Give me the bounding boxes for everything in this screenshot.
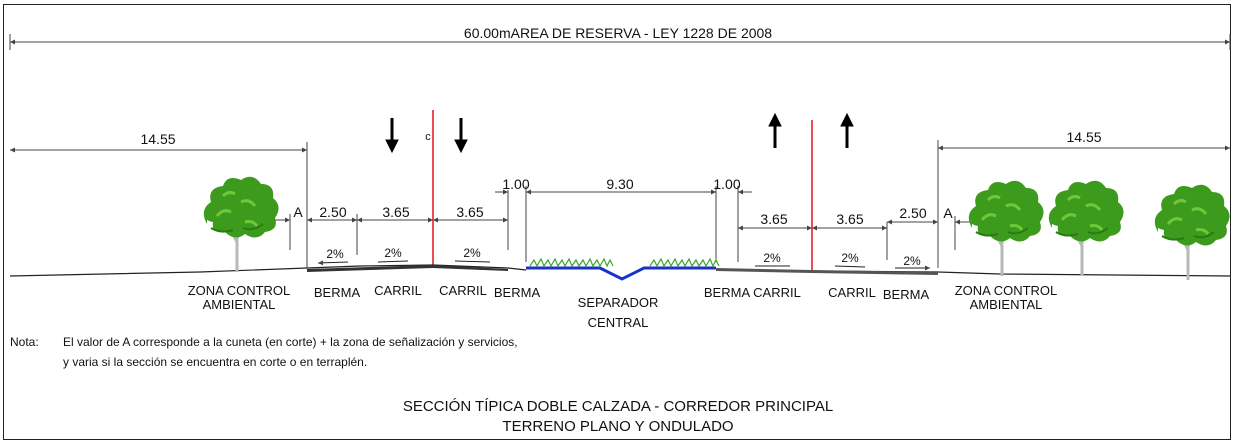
slope-carril-right-1: 2% xyxy=(763,251,781,265)
offset-right-width: 1.00 xyxy=(713,176,741,192)
zona-right-line2: AMBIENTAL xyxy=(969,297,1043,312)
left-zone-width: 14.55 xyxy=(140,131,176,147)
separador-line1: SEPARADOR xyxy=(577,295,659,310)
note-line-2: y varia si la sección se encuentra en co… xyxy=(63,355,368,369)
reserve-area-label: AREA DE RESERVA - LEY 1228 DE 2008 xyxy=(510,25,773,41)
separador-line2: CENTRAL xyxy=(587,315,649,330)
note-line-1: El valor de A corresponde a la cuneta (e… xyxy=(63,335,518,349)
carril-right-1-width: 3.65 xyxy=(760,211,788,227)
slope-berma-right: 2% xyxy=(903,254,921,268)
tree-right-1 xyxy=(967,179,1046,278)
slope-berma-left: 2% xyxy=(326,247,344,261)
carril-right-2-label: CARRIL xyxy=(828,285,876,300)
carril-left-1-width: 3.65 xyxy=(382,204,410,220)
a-right-label: A xyxy=(943,205,953,221)
berma-right-2-label: BERMA xyxy=(882,287,930,302)
carril-right-1-label: CARRIL xyxy=(753,285,801,300)
tree-right-3 xyxy=(1153,183,1232,282)
total-width-value: 60.00m xyxy=(463,25,511,41)
carril-left-2-label: CARRIL xyxy=(439,283,487,298)
slope-carril-left-1: 2% xyxy=(384,246,402,260)
zona-control-left-label: ZONA CONTROL AMBIENTAL xyxy=(188,284,291,312)
berma-right-width: 2.50 xyxy=(899,205,927,221)
slope-carril-right-2: 2% xyxy=(841,251,859,265)
centerline-symbol: c xyxy=(425,131,431,143)
ground-profile xyxy=(9,257,1231,281)
total-width-label: 60.00mAREA DE RESERVA - LEY 1228 DE 2008 xyxy=(464,26,772,40)
berma-left-width: 2.50 xyxy=(319,204,347,220)
carril-right-2-width: 3.65 xyxy=(836,211,864,227)
carril-left-2-width: 3.65 xyxy=(456,204,484,220)
zona-left-line1: ZONA CONTROL xyxy=(187,283,291,298)
a-left-label: A xyxy=(293,204,303,220)
tree-right-2 xyxy=(1047,179,1126,278)
drawing-frame xyxy=(3,4,1231,440)
zona-left-line2: AMBIENTAL xyxy=(202,297,276,312)
carril-left-1-label: CARRIL xyxy=(374,283,422,298)
drawing-subtitle: TERRENO PLANO Y ONDULADO xyxy=(502,418,734,435)
drawing-title: SECCIÓN TÍPICA DOBLE CALZADA - CORREDOR … xyxy=(402,398,834,415)
berma-left-label: BERMA xyxy=(313,285,361,300)
note-prefix: Nota: xyxy=(10,335,39,349)
lane-dimension-chain xyxy=(270,186,970,262)
offset-left-width: 1.00 xyxy=(502,176,530,192)
traffic-direction-arrows xyxy=(385,112,854,154)
separador-central-label: SEPARADOR CENTRAL xyxy=(578,296,659,330)
slope-carril-left-2: 2% xyxy=(463,246,481,260)
right-zone-width: 14.55 xyxy=(1066,129,1102,145)
berma-left-2-label: BERMA xyxy=(493,285,541,300)
total-width-dimension xyxy=(9,34,1231,50)
zone-dimensions xyxy=(10,140,1230,268)
separador-width: 9.30 xyxy=(606,176,634,192)
slope-arrows xyxy=(317,260,930,271)
zona-right-line1: ZONA CONTROL xyxy=(954,283,1058,298)
zona-control-right-label: ZONA CONTROL AMBIENTAL xyxy=(955,284,1058,312)
tree-left xyxy=(202,175,281,274)
berma-right-1-label: BERMA xyxy=(703,285,751,300)
